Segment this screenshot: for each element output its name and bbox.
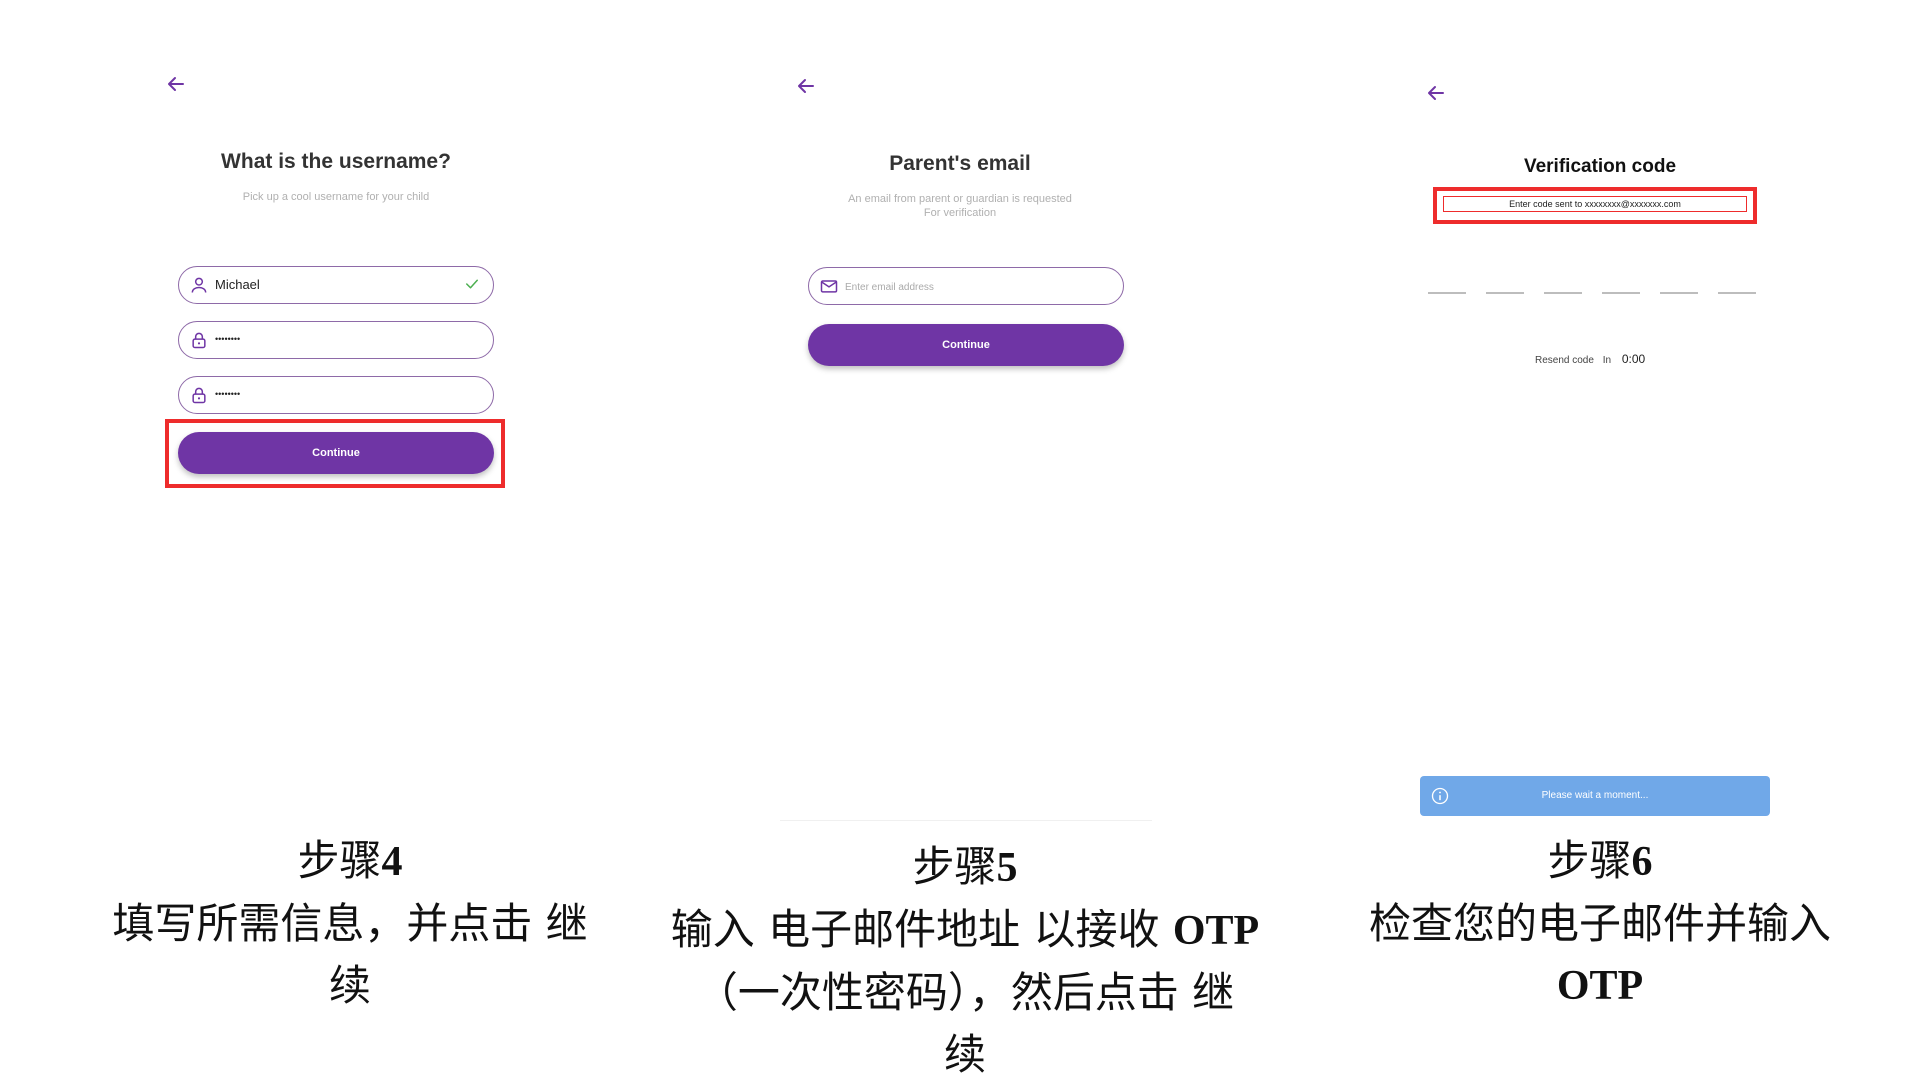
divider xyxy=(780,820,1152,821)
caption-line: 输入 电子邮件地址 以接收 OTP xyxy=(650,899,1280,962)
otp-slot[interactable] xyxy=(1544,292,1582,294)
otp-slot[interactable] xyxy=(1602,292,1640,294)
highlight-box: Enter code sent to xxxxxxxx@xxxxxxx.com xyxy=(1433,187,1757,224)
continue-button[interactable]: Continue xyxy=(808,324,1124,366)
back-arrow-icon[interactable] xyxy=(164,72,188,96)
info-icon xyxy=(1430,786,1450,806)
lock-icon xyxy=(189,330,209,350)
page-subtitle: Pick up a cool username for your child xyxy=(242,191,430,203)
resend-code-row: Resend code In 0:00 xyxy=(1535,352,1645,366)
step-label: 步骤 xyxy=(912,842,997,891)
caption-line: OTP xyxy=(1556,963,1644,1009)
email-input[interactable] xyxy=(845,268,1065,303)
step-heading: 步骤4 xyxy=(40,830,660,893)
lock-icon xyxy=(189,385,209,405)
caption-line: （一次性密码），然后点击 继 xyxy=(695,968,1235,1017)
subtitle-line: For verification xyxy=(923,207,997,219)
confirm-password-value[interactable]: •••••••• xyxy=(215,389,241,399)
page-subtitle: An email from parent or guardian is requ… xyxy=(640,192,1280,220)
user-icon xyxy=(189,275,209,295)
back-arrow-icon[interactable] xyxy=(1424,81,1448,105)
panel-username: What is the username? Pick up a cool use… xyxy=(0,0,640,1080)
caption-text: 输入 电子邮件地址 以接收 xyxy=(670,905,1173,954)
page-title: What is the username? xyxy=(221,150,451,173)
caption-step4: 步骤4 填写所需信息，并点击 继 续 xyxy=(40,830,660,1017)
step-label: 步骤 xyxy=(297,836,382,885)
toast-text: Please wait a moment... xyxy=(1541,790,1649,801)
confirm-password-field[interactable]: •••••••• xyxy=(178,376,494,414)
caption-line: 续 xyxy=(328,961,371,1010)
step-label: 步骤 xyxy=(1547,836,1632,885)
resend-timer: 0:00 xyxy=(1621,352,1646,366)
page-title: Parent's email xyxy=(889,152,1031,175)
wait-toast: Please wait a moment... xyxy=(1420,776,1770,816)
mail-icon xyxy=(819,276,839,296)
step-number: 6 xyxy=(1631,839,1653,885)
caption-line: 续 xyxy=(943,1030,986,1079)
step-heading: 步骤6 xyxy=(1300,830,1900,893)
back-arrow-icon[interactable] xyxy=(794,74,818,98)
resend-in-label: In xyxy=(1602,355,1612,366)
highlight-box xyxy=(165,419,505,488)
otp-term: OTP xyxy=(1172,908,1260,954)
email-field[interactable] xyxy=(808,267,1124,305)
subtitle-line: An email from parent or guardian is requ… xyxy=(848,193,1072,205)
step-heading: 步骤5 xyxy=(650,836,1280,899)
caption-line: 检查您的电子邮件并输入 xyxy=(1368,899,1831,948)
username-field[interactable] xyxy=(178,266,494,304)
page-subtitle: Enter code sent to xxxxxxxx@xxxxxxx.com xyxy=(1443,196,1747,212)
step-number: 5 xyxy=(996,845,1018,891)
otp-slot[interactable] xyxy=(1718,292,1756,294)
otp-slot[interactable] xyxy=(1486,292,1524,294)
otp-slot[interactable] xyxy=(1428,292,1466,294)
caption-line: 填写所需信息，并点击 继 xyxy=(112,899,588,948)
panel-parent-email: Parent's email An email from parent or g… xyxy=(640,0,1280,1080)
password-value[interactable]: •••••••• xyxy=(215,334,241,344)
otp-slot[interactable] xyxy=(1660,292,1698,294)
caption-step6: 步骤6 检查您的电子邮件并输入 OTP xyxy=(1300,830,1900,1017)
username-input[interactable] xyxy=(215,267,435,302)
resend-code-link[interactable]: Resend code xyxy=(1535,355,1594,366)
caption-step5: 步骤5 输入 电子邮件地址 以接收 OTP （一次性密码），然后点击 继 续 xyxy=(650,836,1280,1086)
continue-button[interactable]: Continue xyxy=(178,432,494,474)
page-title: Verification code xyxy=(1523,156,1677,177)
check-icon xyxy=(463,275,481,293)
step-number: 4 xyxy=(381,839,403,885)
password-field[interactable]: •••••••• xyxy=(178,321,494,359)
panel-verification: Verification code Enter code sent to xxx… xyxy=(1280,0,1920,1080)
